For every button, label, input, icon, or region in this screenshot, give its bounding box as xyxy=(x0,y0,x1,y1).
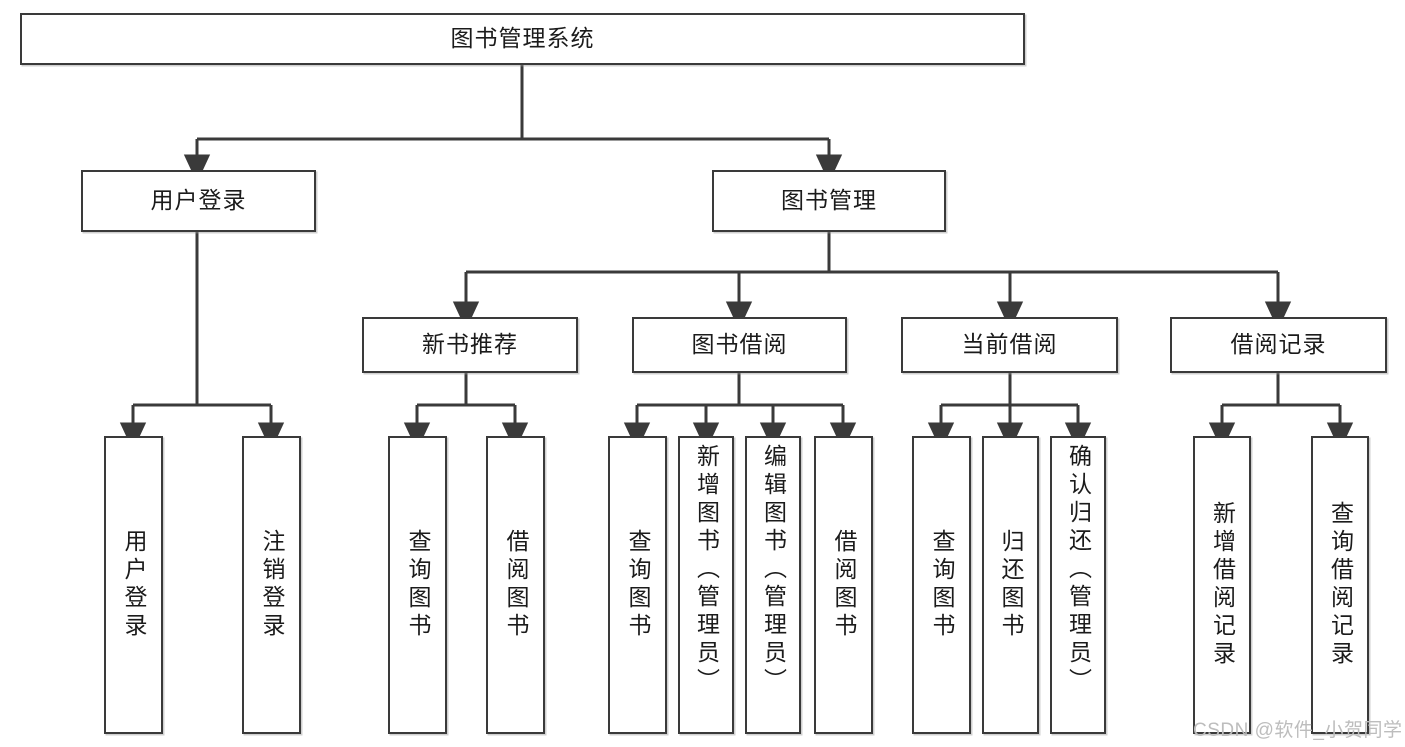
node-user-login-label: 用户登录 xyxy=(150,187,247,214)
leaf-return-book-label: 归还图书 xyxy=(998,529,1024,641)
leaf-query-book-3-label: 查询图书 xyxy=(929,529,955,641)
leaf-query-book-1-label: 查询图书 xyxy=(405,529,431,641)
node-user-login[interactable]: 用户登录 xyxy=(81,170,316,232)
leaf-logout-login-label: 注销登录 xyxy=(259,529,285,641)
node-current-borrow-label: 当前借阅 xyxy=(961,331,1058,358)
leaf-query-record[interactable]: 查询借阅记录 xyxy=(1311,436,1369,734)
node-book-management[interactable]: 图书管理 xyxy=(712,170,946,232)
leaf-user-login[interactable]: 用户登录 xyxy=(104,436,163,734)
leaf-add-book[interactable]: 新增图书（管理员） xyxy=(678,436,734,734)
node-borrow-record-label: 借阅记录 xyxy=(1230,331,1327,358)
leaf-borrow-book-2[interactable]: 借阅图书 xyxy=(814,436,873,734)
node-root-label: 图书管理系统 xyxy=(450,25,595,52)
leaf-logout-login[interactable]: 注销登录 xyxy=(242,436,301,734)
leaf-confirm-return[interactable]: 确认归还（管理员） xyxy=(1050,436,1106,734)
leaf-query-book-2-label: 查询图书 xyxy=(625,529,651,641)
node-root[interactable]: 图书管理系统 xyxy=(20,13,1025,65)
leaf-confirm-return-label: 确认归还（管理员） xyxy=(1065,444,1092,696)
leaf-query-book-2[interactable]: 查询图书 xyxy=(608,436,667,734)
csdn-watermark: CSDN @软件_小贺同学 xyxy=(1193,720,1403,741)
leaf-add-record[interactable]: 新增借阅记录 xyxy=(1193,436,1251,734)
leaf-borrow-book-1[interactable]: 借阅图书 xyxy=(486,436,545,734)
node-book-management-label: 图书管理 xyxy=(781,187,877,214)
node-borrow-record[interactable]: 借阅记录 xyxy=(1170,317,1387,373)
leaf-add-record-label: 新增借阅记录 xyxy=(1209,501,1236,669)
leaf-return-book[interactable]: 归还图书 xyxy=(982,436,1039,734)
node-new-book-recommend-label: 新书推荐 xyxy=(422,331,518,358)
leaf-add-book-label: 新增图书（管理员） xyxy=(693,444,720,696)
node-new-book-recommend[interactable]: 新书推荐 xyxy=(362,317,578,373)
node-book-borrow-label: 图书借阅 xyxy=(691,331,788,358)
leaf-query-record-label: 查询借阅记录 xyxy=(1327,501,1354,669)
leaf-edit-book-label: 编辑图书（管理员） xyxy=(760,444,787,696)
leaf-borrow-book-2-label: 借阅图书 xyxy=(831,529,857,641)
leaf-edit-book[interactable]: 编辑图书（管理员） xyxy=(745,436,801,734)
leaf-query-book-1[interactable]: 查询图书 xyxy=(388,436,447,734)
leaf-user-login-label: 用户登录 xyxy=(121,529,147,641)
node-current-borrow[interactable]: 当前借阅 xyxy=(901,317,1118,373)
leaf-query-book-3[interactable]: 查询图书 xyxy=(912,436,971,734)
leaf-borrow-book-1-label: 借阅图书 xyxy=(503,529,529,641)
node-book-borrow[interactable]: 图书借阅 xyxy=(632,317,847,373)
